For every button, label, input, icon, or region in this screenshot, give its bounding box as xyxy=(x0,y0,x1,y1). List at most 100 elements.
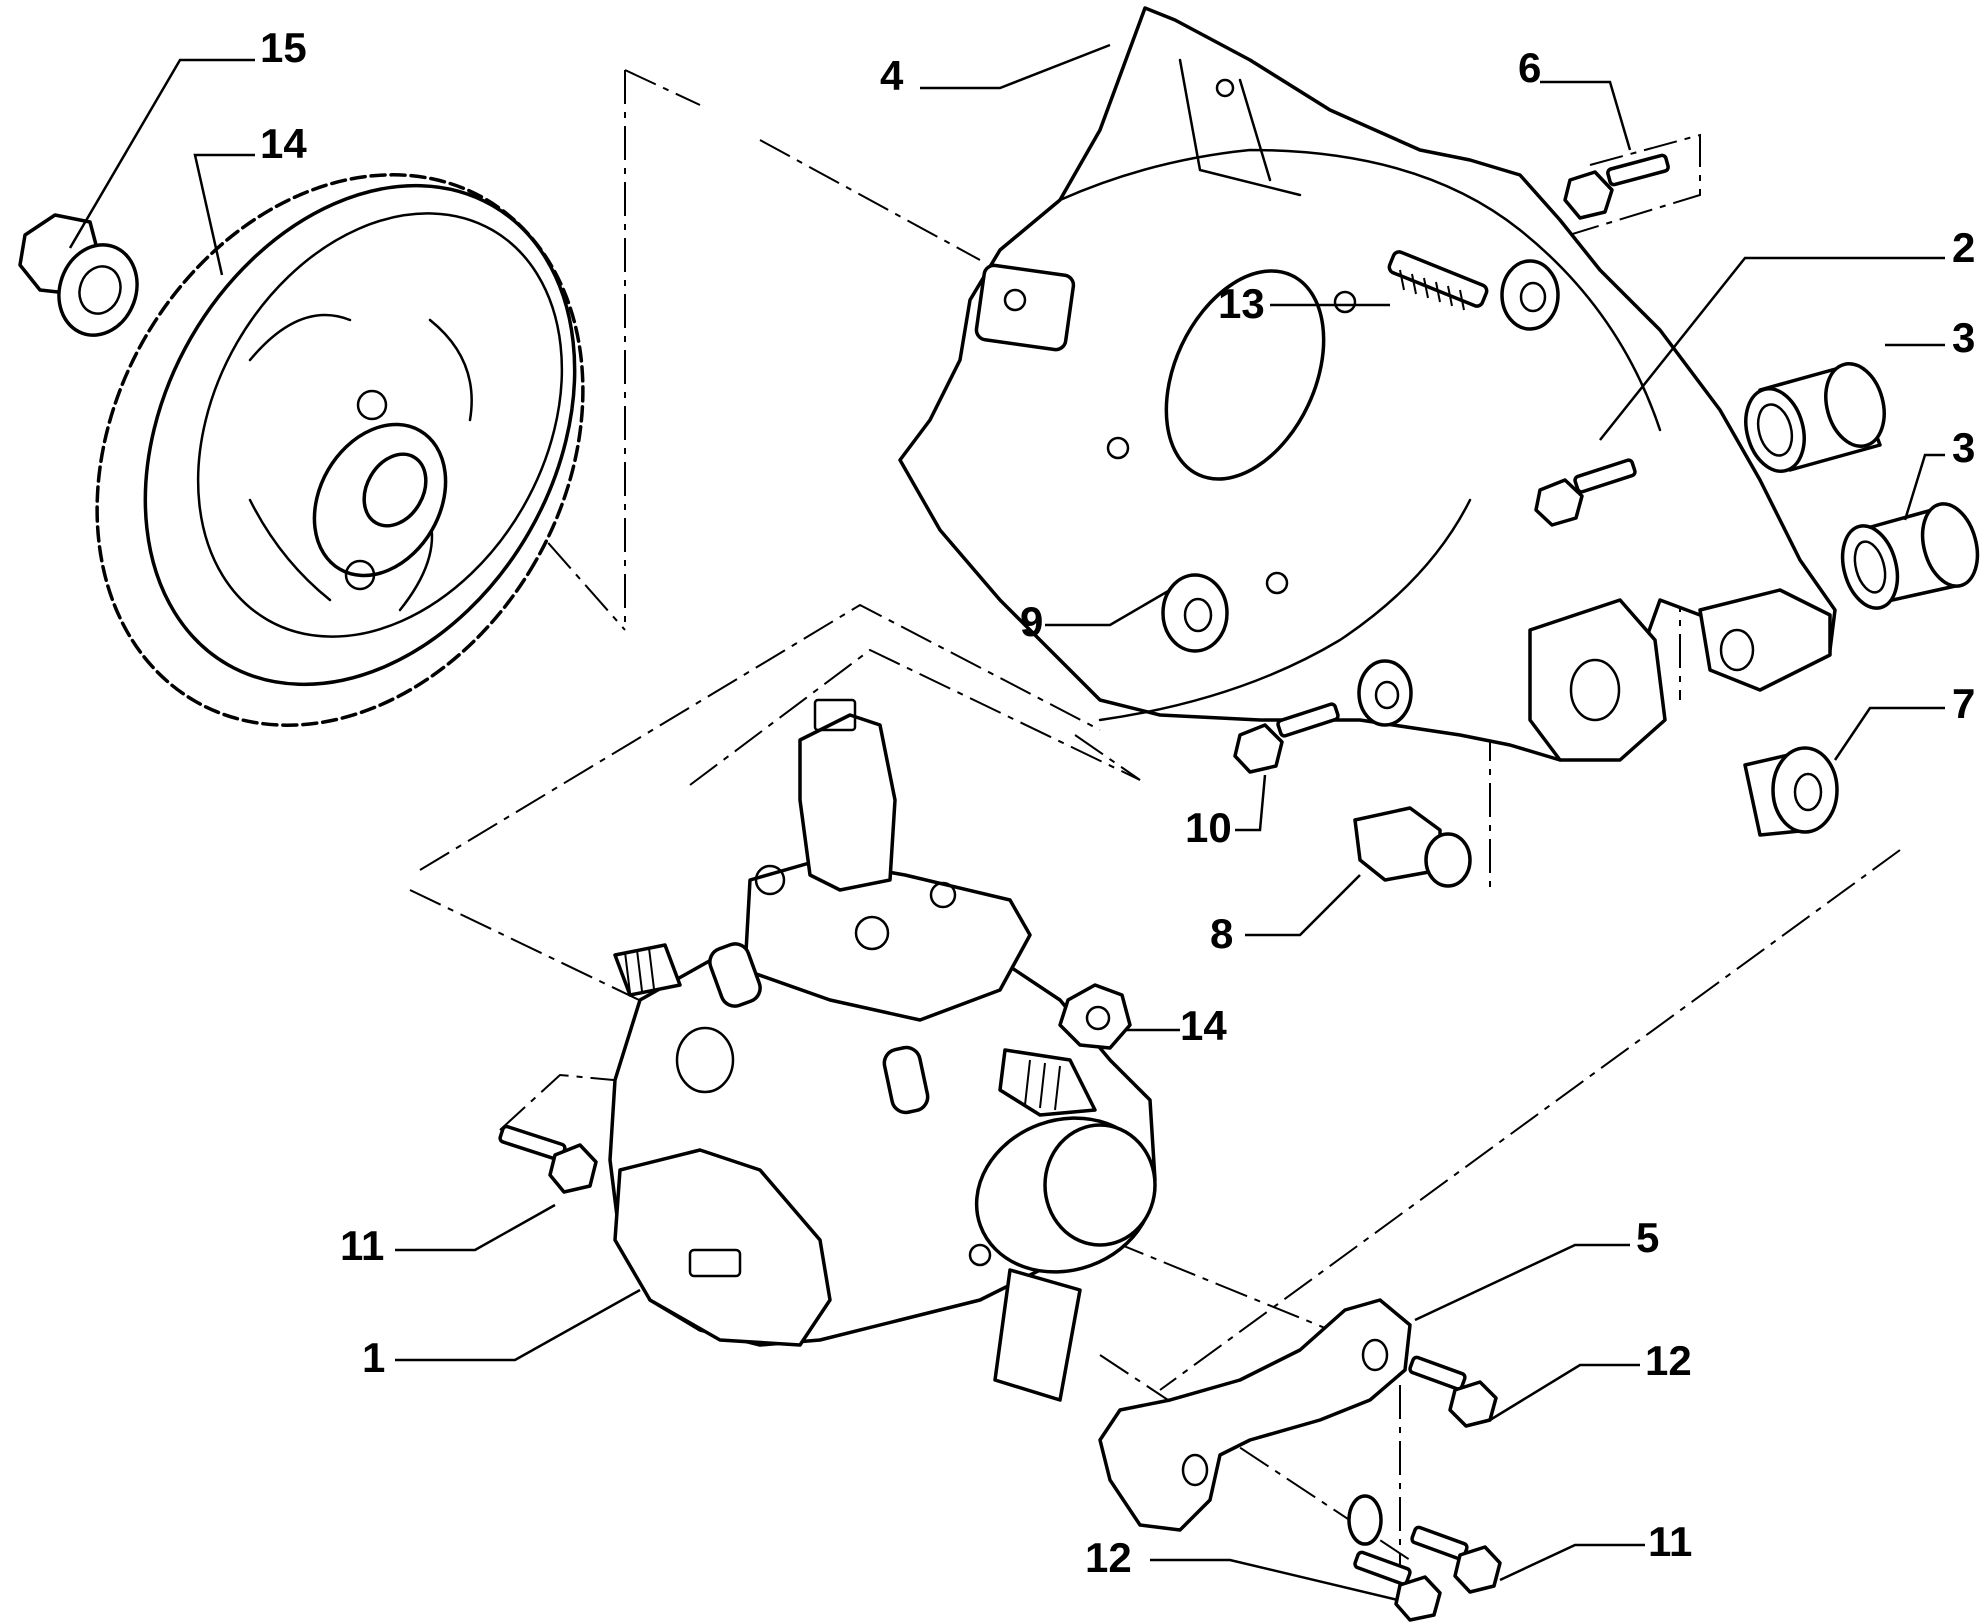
support-bracket-5-part xyxy=(1098,1298,1412,1546)
callout-3-upper: 3 xyxy=(1952,314,1975,361)
leader-1 xyxy=(395,1288,641,1362)
callout-10: 10 xyxy=(1185,804,1232,851)
pump-outlet-thread xyxy=(1024,1059,1061,1111)
plug-8-part xyxy=(1353,806,1472,888)
stud-13-part xyxy=(1387,250,1489,311)
high-pressure-pump-part xyxy=(608,698,1157,1402)
bushing-3-upper-part xyxy=(1744,362,1886,473)
bolt-11-lower-part xyxy=(1410,1525,1502,1594)
housing-bore xyxy=(1164,269,1326,481)
bolt12b-shank xyxy=(1353,1550,1412,1586)
callout-leaders xyxy=(68,43,1945,1602)
bolt-12-lower-part xyxy=(1353,1550,1442,1622)
plug8-tip xyxy=(1424,832,1472,888)
housing-bracket-ear xyxy=(1528,598,1667,762)
callout-13: 13 xyxy=(1218,280,1265,327)
bolt11a-head xyxy=(548,1143,598,1194)
nut14b-hex xyxy=(1058,983,1132,1050)
bolt2-shank xyxy=(1573,458,1637,494)
bushing-3-lower-part xyxy=(1840,502,1980,610)
leader-3-lower xyxy=(1903,453,1945,521)
leader-11-left xyxy=(395,1203,556,1252)
bolt10-shank xyxy=(1276,702,1340,738)
callout-12-bottom: 12 xyxy=(1085,1534,1132,1581)
housing-hole-2 xyxy=(1265,571,1289,595)
bracket5-plate xyxy=(1098,1298,1412,1532)
callout-6: 6 xyxy=(1518,44,1541,91)
dash-nut14 xyxy=(1074,734,1141,781)
pump-outlet-fitting xyxy=(998,1048,1097,1117)
leader-8 xyxy=(1245,874,1361,937)
callout-2: 2 xyxy=(1952,224,1975,271)
bolt-12-upper-part xyxy=(1408,1355,1498,1428)
leader-7 xyxy=(1833,706,1945,761)
leader-2 xyxy=(1599,256,1945,441)
timing-gear-part xyxy=(95,173,585,727)
bolt6-head xyxy=(1563,170,1614,220)
housing-hole-3 xyxy=(1333,290,1357,314)
gear-nut-part xyxy=(18,213,139,337)
housing-lower-edge xyxy=(1098,498,1472,722)
bolt12b-head xyxy=(1394,1575,1442,1622)
pump-feed-pipe xyxy=(882,1045,930,1115)
gear-spoke-3 xyxy=(248,498,332,602)
pump-top-hole-2 xyxy=(854,915,890,951)
bushing3a-end xyxy=(1824,362,1886,448)
leader-12-bottom xyxy=(1150,1558,1399,1602)
pump-connector-cap xyxy=(813,698,857,732)
stud13-thread xyxy=(1399,269,1465,311)
pump-inlet-thread xyxy=(624,947,655,994)
pump-pressure-sensor-connector xyxy=(798,713,897,892)
bracket5-hole-1 xyxy=(1361,1338,1389,1372)
callout-9: 9 xyxy=(1020,598,1043,645)
dash-bracket5-long xyxy=(1159,849,1901,1391)
housing-boss-bottom xyxy=(1357,659,1413,727)
leader-15 xyxy=(68,58,255,249)
callout-8: 8 xyxy=(1210,910,1233,957)
bracket5-lower-tab xyxy=(1347,1494,1383,1546)
callout-4: 4 xyxy=(880,52,904,99)
bushing3b-end xyxy=(1920,502,1980,588)
pump-front-tab xyxy=(688,1248,742,1278)
housing-hole-1 xyxy=(1106,436,1130,460)
pump-return-pipe xyxy=(708,942,762,1008)
bolt-11-left-part xyxy=(498,1124,598,1194)
callout-5: 5 xyxy=(1636,1214,1659,1261)
leader-11-right xyxy=(1499,1543,1645,1582)
bracket5-hole-2 xyxy=(1181,1453,1209,1487)
housing-lug-left xyxy=(974,263,1076,352)
leader-9 xyxy=(1045,588,1171,627)
callout-12-right: 12 xyxy=(1645,1337,1692,1384)
housing-flange-edge xyxy=(1058,148,1662,432)
pump-mount-bore xyxy=(675,1026,735,1094)
spacer7-bore xyxy=(1793,772,1823,812)
housing-arm-bore xyxy=(1719,628,1755,672)
housing-boss-right xyxy=(1500,259,1560,331)
pump-top-hole-1 xyxy=(754,864,786,896)
bolt12a-head xyxy=(1448,1380,1498,1428)
leader-10 xyxy=(1235,774,1267,832)
dash-gear-to-housing xyxy=(759,139,981,261)
leader-14-top xyxy=(193,153,255,276)
gear-hole-1 xyxy=(356,389,388,421)
bolt6-shank xyxy=(1606,153,1670,187)
stud13-shank xyxy=(1387,250,1489,308)
callout-15: 15 xyxy=(260,24,307,71)
dash-gear-top xyxy=(624,69,701,106)
bolt-10-part xyxy=(1233,702,1340,774)
housing-boss-9 xyxy=(1161,573,1229,653)
pump-regulator-connector xyxy=(993,1268,1082,1402)
housing-boss-right-bore xyxy=(1519,281,1547,313)
callout-labels: 15 14 4 6 2 13 3 3 9 7 10 8 14 11 1 5 12… xyxy=(260,24,1975,1581)
dash-pump-upper xyxy=(419,603,1101,871)
callout-14-bottom: 14 xyxy=(1180,1002,1227,1049)
gear-inner-rim xyxy=(196,212,564,638)
dash-bolt6 xyxy=(1519,133,1701,251)
bushing3b-bore xyxy=(1853,540,1887,594)
housing-boss-bottom-bore xyxy=(1374,680,1400,710)
pump-top-hole-3 xyxy=(929,881,957,909)
bolt11b-head xyxy=(1453,1545,1502,1594)
nut-14-lower-part xyxy=(1058,983,1132,1050)
bolt12a-shank xyxy=(1408,1355,1467,1391)
